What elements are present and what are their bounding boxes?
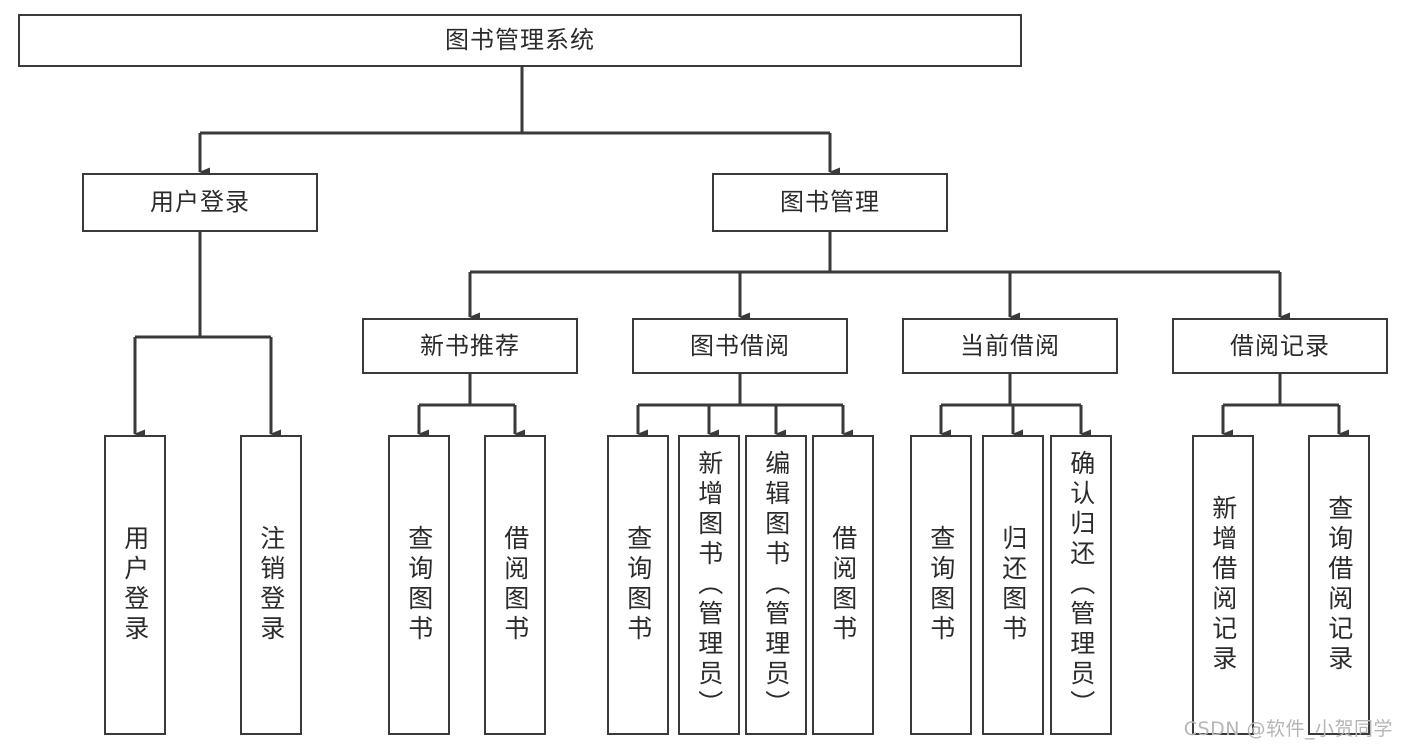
node-label-borrow-record: 借阅记录 — [1230, 331, 1330, 360]
node-leaf-borrow-book[interactable]: 借阅图书 — [812, 435, 874, 735]
node-user-login[interactable]: 用户登录 — [82, 173, 318, 232]
node-label-leaf-query-borrow-record: 查询借阅记录 — [1324, 495, 1354, 675]
node-label-leaf-query-book-rec: 查询图书 — [404, 525, 434, 645]
node-label-leaf-edit-book-admin: 编辑图书（管理员） — [761, 450, 791, 720]
node-leaf-logout[interactable]: 注销登录 — [240, 435, 302, 735]
node-label-leaf-query-book-borrow: 查询图书 — [623, 525, 653, 645]
node-book-borrow[interactable]: 图书借阅 — [632, 318, 848, 374]
node-label-leaf-return-book: 归还图书 — [998, 525, 1028, 645]
node-label-leaf-borrow-book: 借阅图书 — [828, 525, 858, 645]
watermark-text: CSDN @软件_小贺同学 — [1183, 718, 1393, 740]
node-leaf-query-book-rec[interactable]: 查询图书 — [388, 435, 450, 735]
node-leaf-return-book[interactable]: 归还图书 — [982, 435, 1044, 735]
node-label-leaf-borrow-book-rec: 借阅图书 — [500, 525, 530, 645]
node-leaf-query-book-borrow[interactable]: 查询图书 — [607, 435, 669, 735]
node-label-root: 图书管理系统 — [445, 26, 595, 55]
node-root[interactable]: 图书管理系统 — [18, 14, 1022, 67]
node-label-book-borrow: 图书借阅 — [690, 331, 790, 360]
node-label-leaf-query-book-cur: 查询图书 — [926, 525, 956, 645]
node-leaf-borrow-book-rec[interactable]: 借阅图书 — [484, 435, 546, 735]
node-label-new-book-recommend: 新书推荐 — [420, 331, 520, 360]
node-label-leaf-logout: 注销登录 — [256, 525, 286, 645]
node-leaf-user-login[interactable]: 用户登录 — [104, 435, 166, 735]
node-label-leaf-confirm-return-admin: 确认归还（管理员） — [1066, 450, 1096, 720]
node-label-current-borrow: 当前借阅 — [960, 331, 1060, 360]
node-leaf-add-book-admin[interactable]: 新增图书（管理员） — [678, 435, 740, 735]
node-leaf-confirm-return-admin[interactable]: 确认归还（管理员） — [1050, 435, 1112, 735]
node-borrow-record[interactable]: 借阅记录 — [1172, 318, 1388, 374]
node-new-book-recommend[interactable]: 新书推荐 — [362, 318, 578, 374]
node-leaf-query-book-cur[interactable]: 查询图书 — [910, 435, 972, 735]
node-current-borrow[interactable]: 当前借阅 — [902, 318, 1118, 374]
node-label-leaf-user-login: 用户登录 — [120, 525, 150, 645]
node-leaf-edit-book-admin[interactable]: 编辑图书（管理员） — [745, 435, 807, 735]
node-label-book-manage: 图书管理 — [780, 188, 880, 217]
node-leaf-add-borrow-record[interactable]: 新增借阅记录 — [1192, 435, 1254, 735]
node-book-manage[interactable]: 图书管理 — [712, 173, 948, 232]
node-label-user-login: 用户登录 — [150, 188, 250, 217]
node-label-leaf-add-borrow-record: 新增借阅记录 — [1208, 495, 1238, 675]
node-leaf-query-borrow-record[interactable]: 查询借阅记录 — [1308, 435, 1370, 735]
node-label-leaf-add-book-admin: 新增图书（管理员） — [694, 450, 724, 720]
